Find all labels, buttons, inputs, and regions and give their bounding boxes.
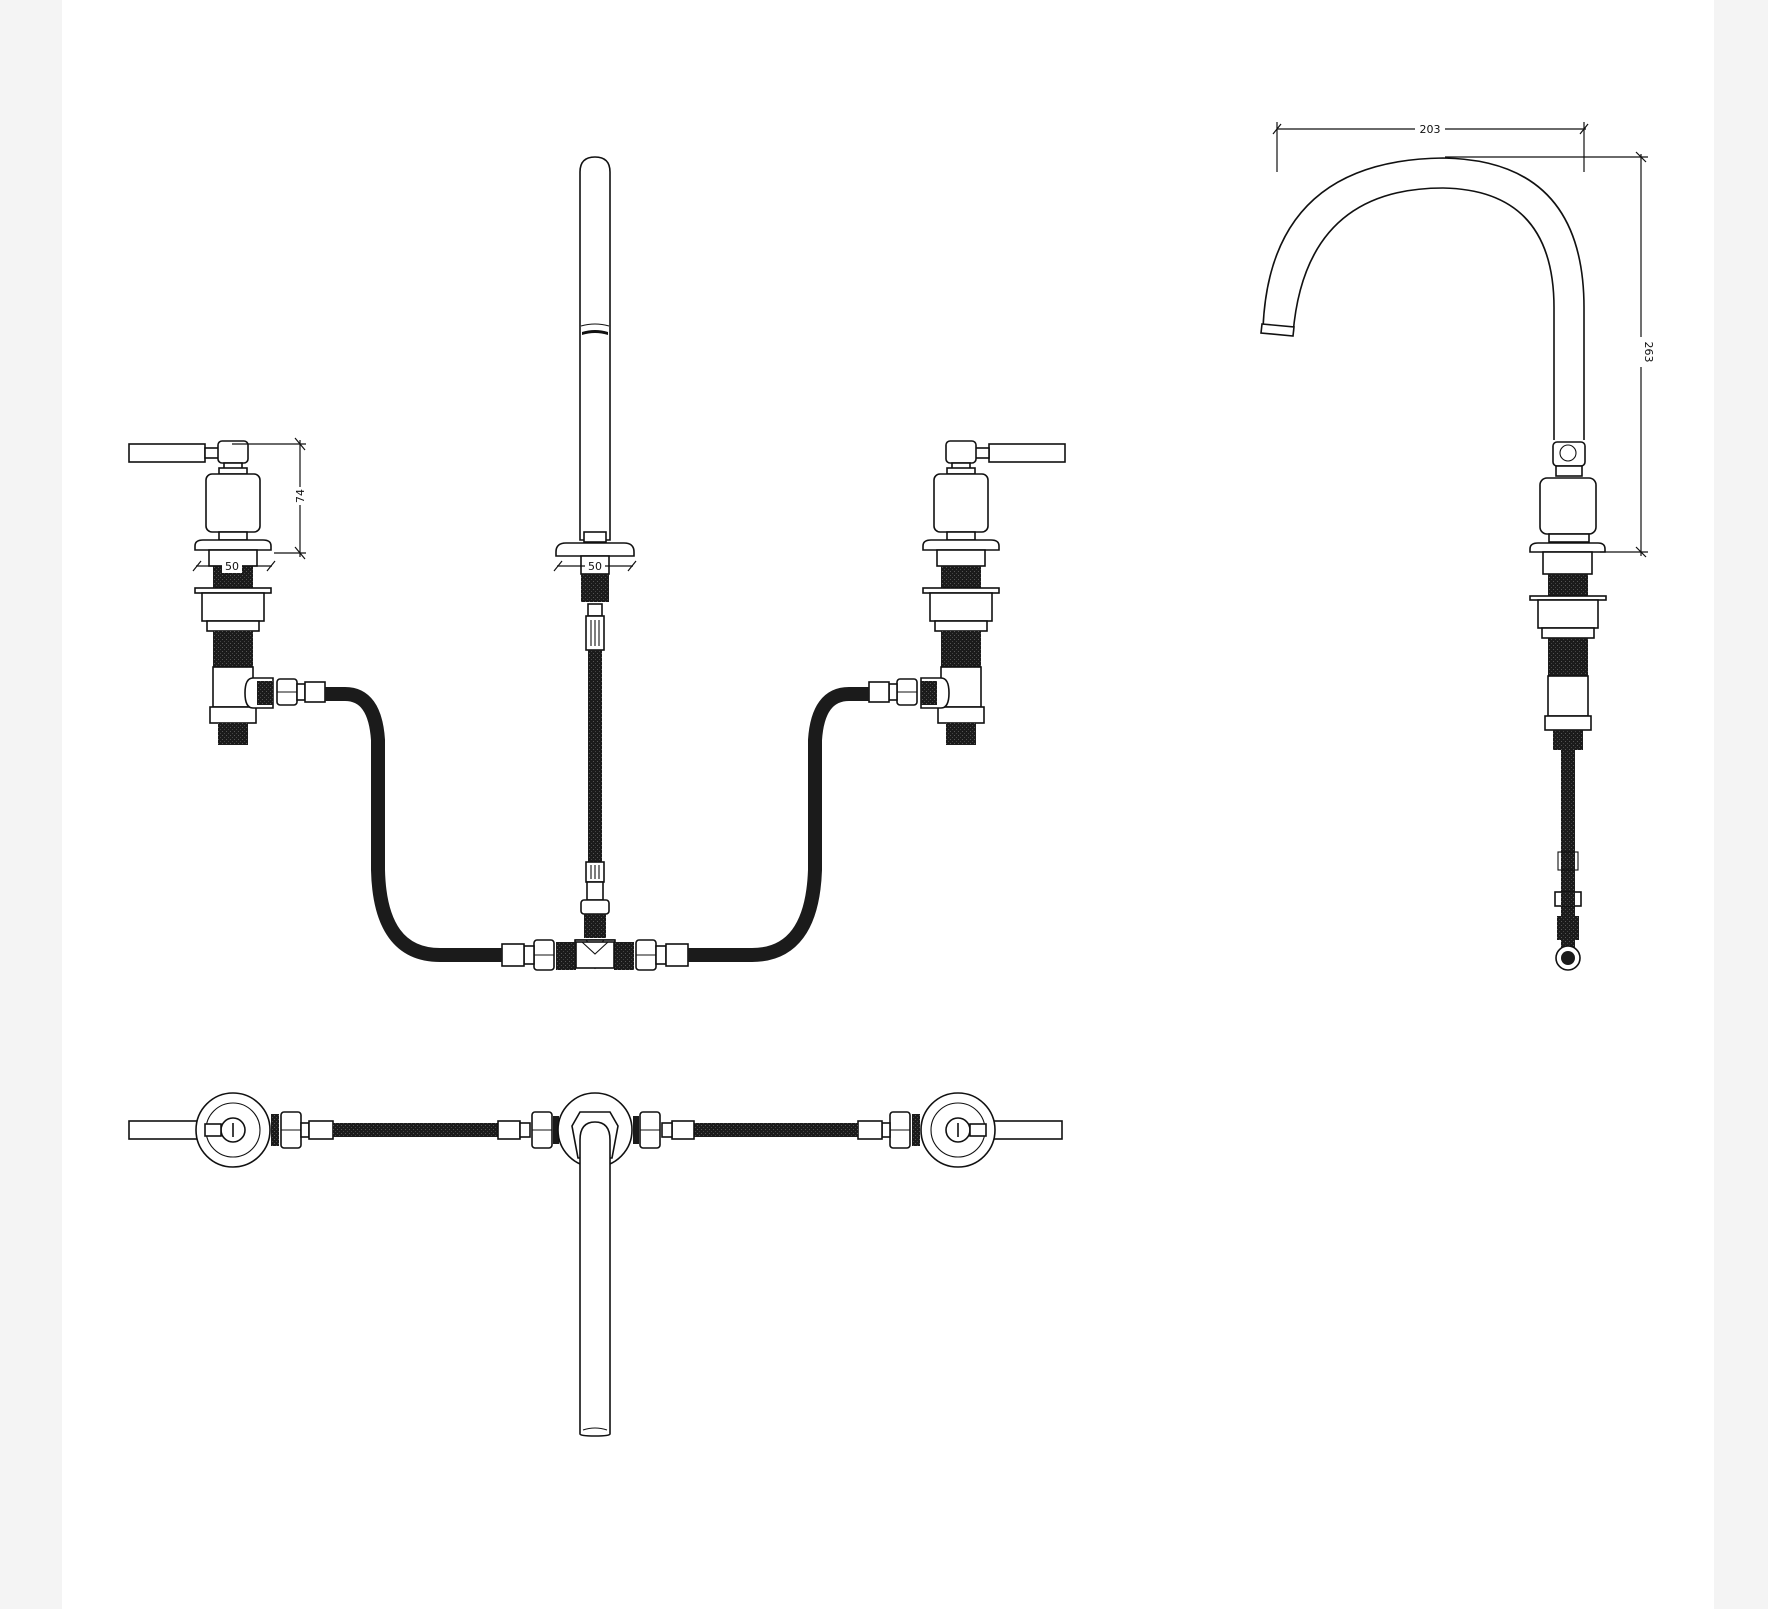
dimension-spout-base-width: 50 — [553, 559, 637, 573]
page-margin-left — [0, 0, 62, 1609]
svg-text:263: 263 — [1642, 342, 1655, 363]
dimension-spout-reach: 203 — [1272, 121, 1589, 172]
svg-text:50: 50 — [225, 560, 239, 573]
plan-left-hose — [333, 1123, 498, 1137]
dimension-spout-height: 263 — [1445, 151, 1655, 558]
spout-aerator — [1260, 323, 1295, 337]
plan-right-hose — [694, 1123, 858, 1137]
center-spout — [555, 156, 635, 938]
front-elevation: 74 50 50 — [128, 156, 1066, 971]
svg-text:203: 203 — [1420, 123, 1441, 136]
right-lever-handle — [988, 443, 1066, 463]
dimension-handle-height: 74 — [232, 437, 307, 560]
side-braided-hose — [1561, 750, 1575, 962]
tee-fitting — [501, 939, 689, 971]
right-braided-hose — [688, 687, 869, 962]
gooseneck-spout — [1262, 157, 1585, 440]
plan-right-valve — [857, 1092, 1063, 1168]
plan-left-valve — [128, 1092, 334, 1168]
left-lever-handle — [128, 443, 206, 463]
side-elevation: 203 263 — [1260, 121, 1655, 971]
left-braided-hose — [325, 687, 502, 962]
page-margin-right — [1714, 0, 1768, 1609]
plan-spout-arm — [579, 1121, 611, 1437]
drawing-sheet — [62, 0, 1714, 1609]
plan-view — [128, 1092, 1063, 1437]
dimension-left-base-width: 50 — [192, 559, 276, 573]
svg-text:74: 74 — [294, 489, 307, 503]
right-valve — [868, 440, 1066, 746]
left-valve — [128, 440, 326, 746]
svg-text:50: 50 — [588, 560, 602, 573]
